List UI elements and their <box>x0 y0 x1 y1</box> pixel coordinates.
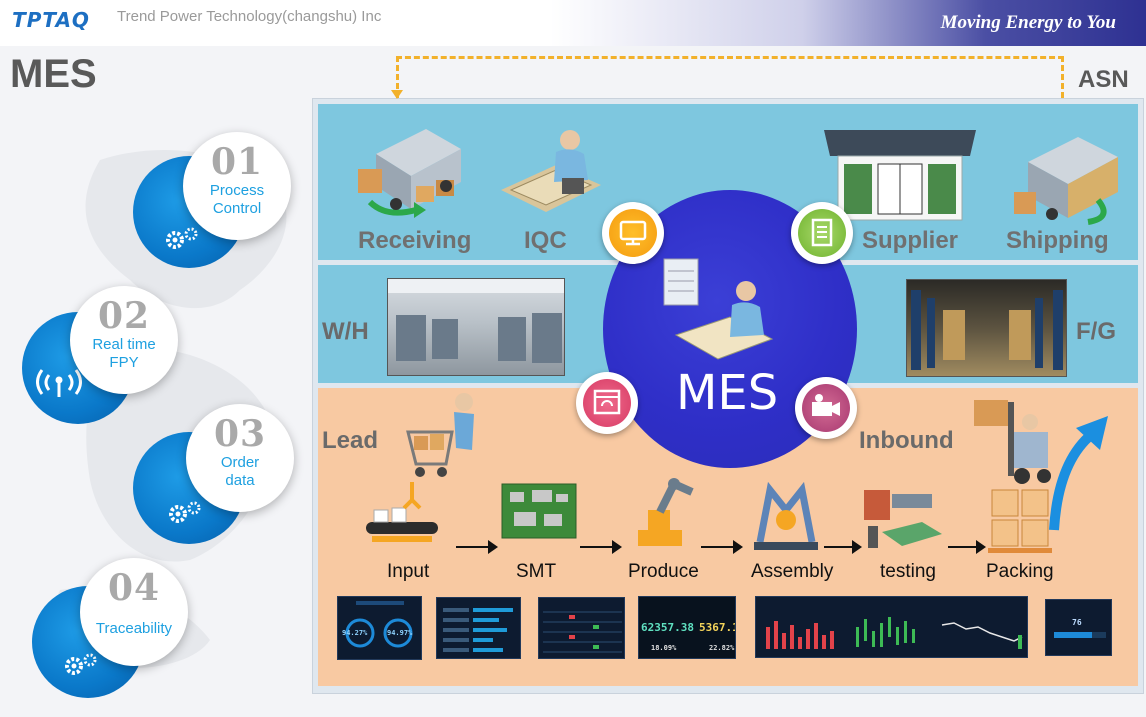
feature-label: Traceability <box>95 620 173 637</box>
pct-a-value: 18.09% <box>651 644 677 652</box>
slogan: Moving Energy to You <box>940 12 1116 33</box>
feature-number: 02 <box>97 295 151 337</box>
dashboard-gauges: 94.27% 94.97% <box>337 596 422 660</box>
video-camera-icon <box>802 384 850 432</box>
feature-label: Process <box>209 182 265 199</box>
step-assembly-label: Assembly <box>751 561 834 582</box>
wireless-signal-icon <box>36 364 82 402</box>
mes-center-label: MES <box>676 365 779 421</box>
document-icon <box>798 209 846 257</box>
document-badge <box>791 202 853 264</box>
packing-boxes-icon <box>988 489 1052 553</box>
gears-icon <box>62 652 100 682</box>
mes-operator-icon <box>663 258 774 360</box>
gauge-a-value: 94.27% <box>342 629 368 637</box>
dashboard-charts <box>755 596 1028 658</box>
total-b-value: 5367.12 <box>699 621 735 634</box>
receiving-truck-icon <box>358 129 461 218</box>
company-name: Trend Power Technology(changshu) Inc <box>117 8 382 25</box>
feature-label: Real time <box>92 336 156 353</box>
shopping-cart-worker-icon <box>406 393 474 477</box>
dashboard-progress: 76 <box>1045 599 1112 656</box>
forklift-worker-icon <box>974 400 1051 484</box>
step-packing-label: Packing <box>986 561 1054 582</box>
gears-icon <box>166 500 204 530</box>
flow-arrow-icon <box>580 540 622 554</box>
testing-machine-icon <box>864 490 942 548</box>
feature-number: 01 <box>210 141 264 183</box>
step-input-label: Input <box>387 561 430 582</box>
asn-dashed-path <box>396 56 1064 98</box>
feature-card: 02 Real time FPY <box>70 286 178 394</box>
flow-arrow-icon <box>456 540 498 554</box>
step-smt-label: SMT <box>516 561 557 582</box>
monitor-badge <box>602 202 664 264</box>
dashboard-totals: 62357.38 5367.12 18.09% 22.82% <box>638 596 736 659</box>
iqc-label: IQC <box>524 227 567 254</box>
supplier-store-icon <box>824 130 976 221</box>
shipping-truck-icon <box>1014 137 1118 225</box>
iqc-inspector-icon <box>501 130 601 212</box>
header-bar: TPTAQ Trend Power Technology(changshu) I… <box>0 0 1146 46</box>
warehouse-label: W/H <box>322 318 369 345</box>
inbound-label: Inbound <box>859 427 954 454</box>
dashboard-bar-list <box>436 597 521 659</box>
smt-pcb-icon <box>501 483 577 539</box>
conveyor-input-icon <box>366 482 438 542</box>
finished-goods-photo <box>906 279 1067 377</box>
feature-card: 04 Traceability <box>80 558 188 666</box>
page-title: MES <box>10 52 97 96</box>
feature-label: Control <box>212 200 262 217</box>
supplier-label: Supplier <box>862 227 959 254</box>
step-produce-label: Produce <box>628 561 699 582</box>
receiving-label: Receiving <box>358 227 472 254</box>
camera-badge <box>795 377 857 439</box>
browser-sync-icon <box>583 379 631 427</box>
feature-label: Order <box>220 454 260 471</box>
monitor-code-icon <box>609 209 657 257</box>
asn-arrow-icon <box>391 90 403 99</box>
feature-card: 03 Order data <box>186 404 294 512</box>
dashboard-table <box>538 597 625 659</box>
warehouse-photo <box>387 278 565 376</box>
curved-up-arrow-icon <box>1049 416 1108 531</box>
progress-value: 76 <box>1072 618 1082 627</box>
lead-label: Lead <box>322 427 379 454</box>
feature-number: 03 <box>213 413 267 455</box>
asn-label: ASN <box>1078 66 1129 93</box>
pct-b-value: 22.82% <box>709 644 735 652</box>
total-a-value: 62357.38 <box>641 621 694 634</box>
gears-icon <box>163 226 201 256</box>
sync-badge <box>576 372 638 434</box>
flow-arrow-icon <box>824 540 862 554</box>
feature-label: FPY <box>109 354 139 371</box>
finished-goods-label: F/G <box>1076 318 1116 345</box>
flow-arrow-icon <box>948 540 986 554</box>
step-testing-label: testing <box>880 561 936 582</box>
feature-card: 01 Process Control <box>183 132 291 240</box>
robot-arm-icon <box>638 478 694 546</box>
shipping-label: Shipping <box>1006 227 1109 254</box>
feature-number: 04 <box>107 567 161 609</box>
assembly-robot-icon <box>754 481 818 550</box>
feature-label: data <box>225 472 255 489</box>
company-logo: TPTAQ <box>0 0 102 40</box>
gauge-b-value: 94.97% <box>387 629 413 637</box>
flow-arrow-icon <box>701 540 743 554</box>
